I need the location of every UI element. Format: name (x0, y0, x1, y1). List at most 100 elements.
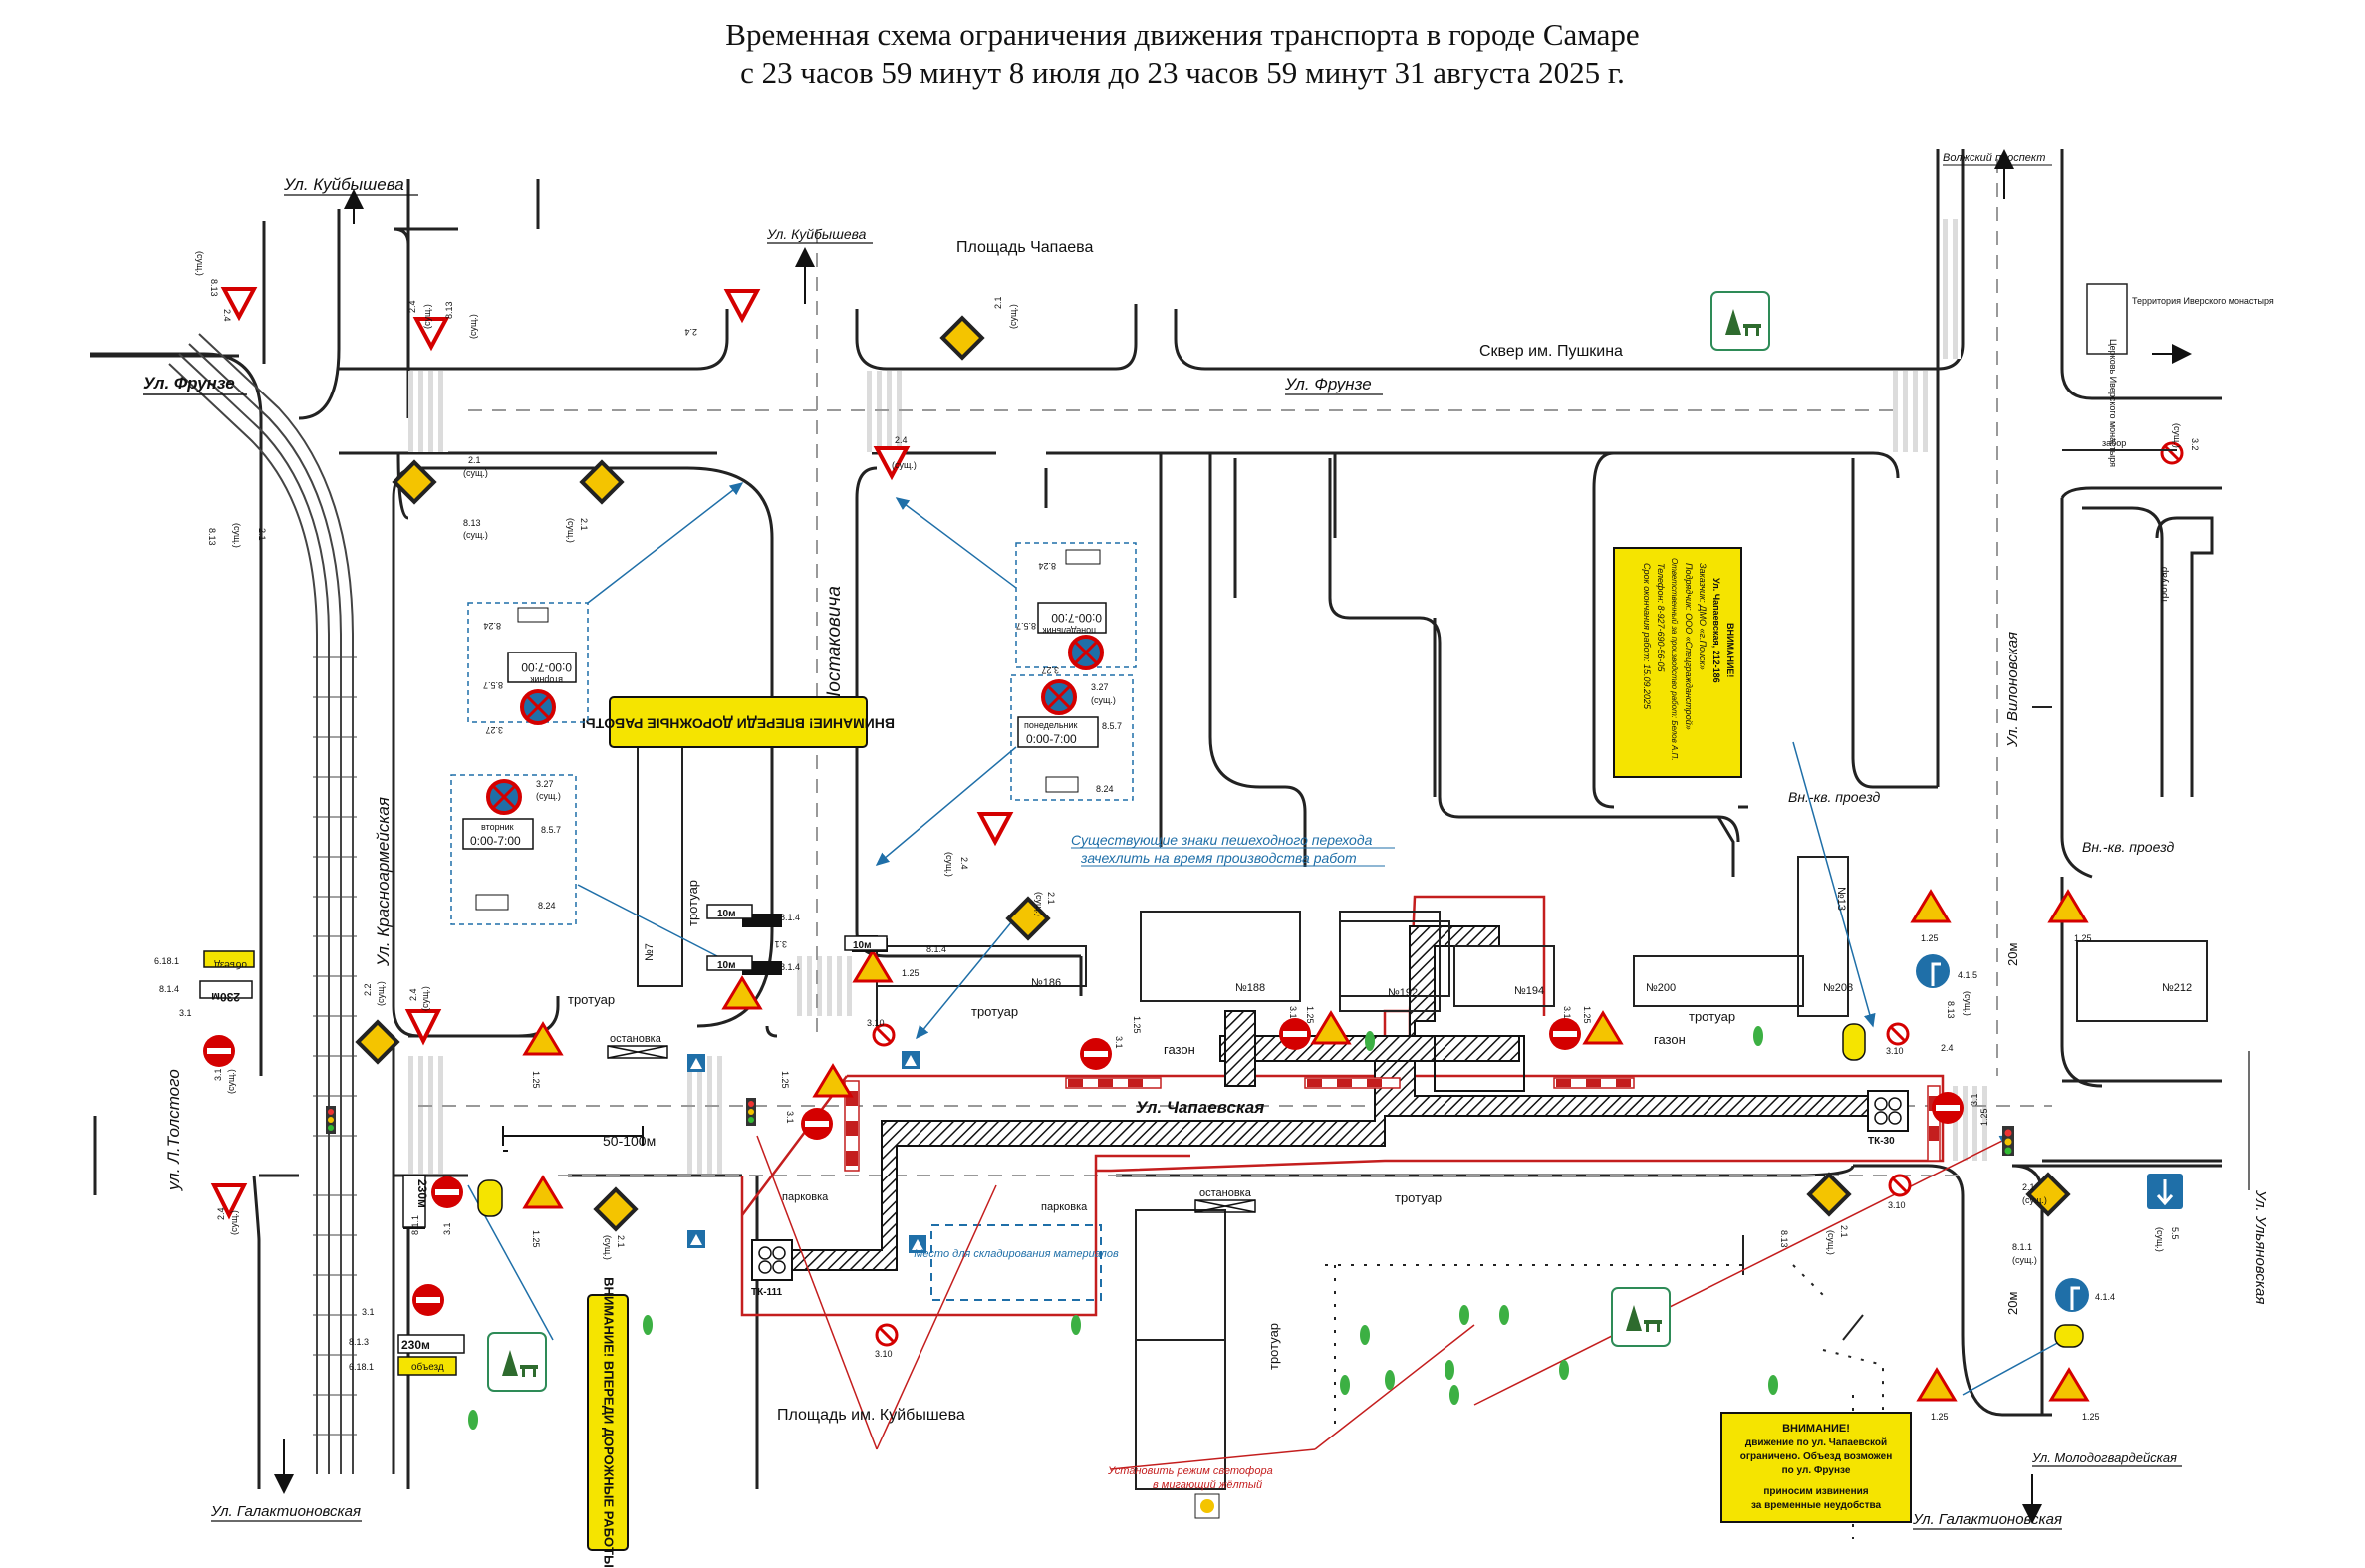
no-pedestrian-signs (872, 441, 2184, 1347)
plate-detour-1: объезд (214, 959, 247, 971)
street-chapaevskaya: Ул. Чапаевская (1136, 1098, 1264, 1117)
code-3-1-h: 3.1 (1288, 1006, 1298, 1019)
sign4-code2: 8.5.7 (1102, 721, 1122, 731)
warning-banner-top: ВНИМАНИЕ! ВПЕРЕДИ ДОРОЖНЫЕ РАБОТЫ (582, 696, 895, 748)
flashing-lights (477, 1023, 2084, 1348)
street-galaktionovskaya-right: Ул. Галактионовская (1912, 1511, 2062, 1528)
code-exists-l: (сущ.) (420, 986, 430, 1011)
code-8-13-c: 8.13 (463, 518, 481, 528)
detour-line-6: за временные неудобства (1751, 1499, 1882, 1511)
code-3-1-a: 3.1 (774, 939, 787, 949)
sign1-code1: 3.27 (485, 725, 503, 735)
sign1-day: вторник (530, 675, 563, 685)
detour-line-1: ВНИМАНИЕ! (1782, 1423, 1850, 1435)
street-galaktionovskaya-left: Ул. Галактионовская (210, 1503, 361, 1520)
label-lawn-2: газон (1654, 1032, 1686, 1047)
street-ulyanovskaya: Ул. Ульяновская (2252, 1189, 2269, 1304)
place-labels: Площадь Чапаева Сквер им. Пушкина Площад… (568, 239, 2274, 1424)
road-outlines (90, 149, 2222, 1489)
code-4-1-5: 4.1.5 (1958, 970, 1977, 980)
building-no-200: №200 (1646, 982, 1676, 994)
transformer-tk-30: ТК-30 (1868, 1136, 1895, 1147)
code-8-1-1-a: 8.1.1 (410, 1215, 420, 1235)
label-sidewalk-4: тротуар (1689, 1009, 1735, 1024)
label-kuibysheva-square: Площадь им. Куйбышева (777, 1407, 965, 1424)
code-1-25-l: 1.25 (2082, 1412, 2100, 1422)
code-2-4-b: 2.4 (407, 300, 417, 313)
tram-ties (313, 656, 357, 1436)
label-sidewalk-2: тротуар (685, 880, 700, 926)
sign4-code1: 3.27 (1091, 682, 1109, 692)
code-3-1-e: 3.1 (362, 1307, 375, 1317)
sign4-day: понедельник (1024, 720, 1078, 730)
street-frunze-mid: Ул. Фрунзе (1284, 375, 1372, 393)
street-arrows (274, 149, 2192, 1524)
code-3-2: 3.2 (2190, 438, 2200, 451)
note-traffic-light-1: Установить режим светофора (1107, 1465, 1273, 1477)
code-exists-c: (сущ.) (1008, 304, 1018, 329)
sign2-day: вторник (481, 822, 514, 832)
street-vn-kv-1: Вн.-кв. проезд (1788, 789, 1881, 805)
code-3-10-a: 3.10 (867, 1018, 885, 1028)
warning-banner-bottom-text: ВНИМАНИЕ! ВПЕРЕДИ ДОРОЖНЫЕ РАБОТЫ (602, 1277, 617, 1568)
code-8-1-1-b: 8.1.1 (2012, 1242, 2032, 1252)
label-sidewalk-7: тротуар (2159, 566, 2170, 603)
code-2-4-g: 2.4 (216, 1207, 226, 1220)
code-3-1-g: 3.1 (1114, 1036, 1124, 1049)
code-exists-u: (сущ.) (2172, 423, 2182, 448)
label-lawn-1: газон (1164, 1042, 1195, 1057)
detour-line-5: приносим извинения (1763, 1486, 1868, 1497)
code-exists-m: (сущ.) (226, 1069, 236, 1094)
code-8-13-f: 8.13 (1779, 1230, 1789, 1248)
code-exists-p: (сущ.) (1963, 991, 1972, 1016)
building-no-13: №13 (1835, 887, 1847, 911)
code-exists-b2: (сущ.) (468, 314, 478, 339)
bus-stop-markers (607, 1045, 1256, 1213)
note-traffic-light-2: в мигающий жёлтый (1153, 1479, 1262, 1491)
code-1-25-d: 1.25 (780, 1071, 790, 1089)
sign4-note: (сущ.) (1091, 695, 1116, 705)
title-line-2: с 23 часов 59 минут 8 июля до 23 часов 5… (740, 55, 1625, 90)
detour-line-4: по ул. Фрунзе (1782, 1465, 1851, 1476)
code-exists-t: (сущ.) (2012, 1255, 2037, 1265)
tree-icons (468, 1026, 1778, 1430)
code-2-1-g: 2.1 (1839, 1225, 1849, 1238)
code-3-10-b: 3.10 (875, 1349, 893, 1359)
give-way-signs (210, 287, 1014, 1220)
code-3-1-i: 3.1 (1562, 1006, 1572, 1019)
sign3-time: 0:00-7:00 (1051, 611, 1102, 625)
code-exists-i: (сущ.) (944, 852, 954, 877)
code-exists-r: (сущ.) (2022, 1195, 2047, 1205)
parking-sign-group-4: понедельник 0:00-7:00 3.27 (сущ.) 8.5.7 … (1010, 674, 1134, 801)
code-1-25-e: 1.25 (1132, 1016, 1142, 1034)
warning-banner-top-text: ВНИМАНИЕ! ВПЕРЕДИ ДОРОЖНЫЕ РАБОТЫ (582, 715, 895, 731)
code-exists-h: (сущ.) (232, 523, 242, 548)
label-territory: Территория Иверского монастыря (2132, 296, 2274, 306)
info-board-line-7: Срок окончания работ: 15.09.2025 (1642, 563, 1652, 710)
sign2-code2: 8.5.7 (541, 825, 561, 835)
code-8-13-b: 8.13 (444, 301, 454, 319)
info-board-line-1: ВНИМАНИЕ! (1725, 623, 1735, 677)
title-line-1: Временная схема ограничения движения тра… (725, 17, 1640, 52)
notes: Существующие знаки пешеходного перехода … (603, 832, 2020, 1491)
code-2-1-d: 2.1 (257, 528, 267, 541)
note-distance-20-2: 20м (2005, 1292, 2020, 1315)
code-2-1-b: 2.1 (468, 455, 481, 465)
street-kuibysheva-left: Ул. Куйбышева (283, 175, 404, 194)
parking-sign-group-1: вторник 0:00-7:00 3.27 8.5.7 8.24 (467, 602, 589, 735)
code-2-4-f: 2.4 (408, 988, 418, 1001)
info-board-line-6: Телефон: 8-927-690-56-05 (1656, 563, 1666, 673)
code-2-4-c: 2.4 (684, 327, 697, 337)
code-1-25-j: 1.25 (1979, 1108, 1989, 1126)
sign2-note: (сущ.) (536, 791, 561, 801)
code-exists-o: (сущ.) (603, 1235, 613, 1260)
building-no-192: №192 (1388, 987, 1418, 999)
plate-230-3: 230м (401, 1338, 430, 1352)
plate-230-2: 230м (415, 1179, 429, 1208)
sign3-code2: 8.5.7 (1016, 621, 1036, 631)
building-no-188: №188 (1235, 982, 1265, 994)
code-8-13-d: 8.13 (207, 528, 217, 546)
street-kuibysheva-mid: Ул. Куйбышева (766, 226, 867, 242)
code-exists-a: (сущ.) (195, 251, 205, 276)
code-1-25-k: 1.25 (1931, 1412, 1949, 1422)
